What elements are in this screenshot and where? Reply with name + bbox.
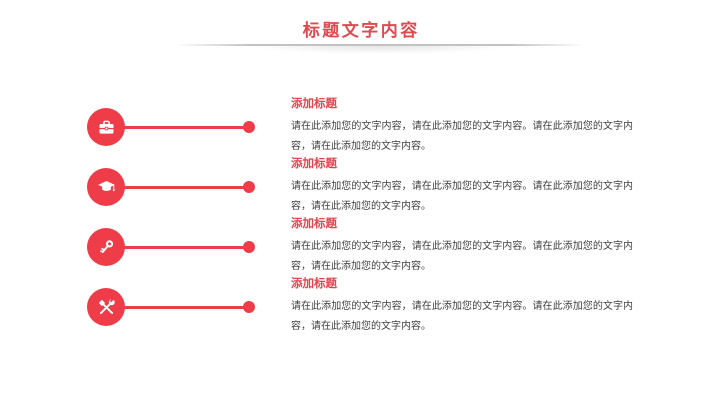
row-body: 请在此添加您的文字内容，请在此添加您的文字内容。请在此添加您的文字内容，请在此添… xyxy=(291,301,633,332)
row-heading: 添加标题 xyxy=(291,218,337,230)
row-heading: 添加标题 xyxy=(291,158,337,170)
connector-line xyxy=(123,125,245,129)
connector-dot xyxy=(243,241,255,253)
text-block: 添加标题 请在此添加您的文字内容，请在此添加您的文字内容。请在此添加您的文字内容… xyxy=(291,97,633,157)
row-body: 请在此添加您的文字内容，请在此添加您的文字内容。请在此添加您的文字内容，请在此添… xyxy=(291,181,633,212)
icon-connector-group xyxy=(87,157,255,217)
page-title: 标题文字内容 xyxy=(302,21,420,40)
text-block: 添加标题 请在此添加您的文字内容，请在此添加您的文字内容。请在此添加您的文字内容… xyxy=(291,277,633,337)
icon-connector-group xyxy=(87,277,255,337)
row-heading: 添加标题 xyxy=(291,98,337,110)
connector-dot xyxy=(243,181,255,193)
row-heading: 添加标题 xyxy=(291,278,337,290)
list-item: 添加标题 请在此添加您的文字内容，请在此添加您的文字内容。请在此添加您的文字内容… xyxy=(87,217,633,277)
graduation-cap-icon xyxy=(87,168,125,206)
connector-dot xyxy=(243,121,255,133)
connector-line xyxy=(123,245,245,249)
text-block: 添加标题 请在此添加您的文字内容，请在此添加您的文字内容。请在此添加您的文字内容… xyxy=(291,217,633,277)
briefcase-icon xyxy=(87,108,125,146)
connector-dot xyxy=(243,301,255,313)
content-rows: 添加标题 请在此添加您的文字内容，请在此添加您的文字内容。请在此添加您的文字内容… xyxy=(87,97,633,337)
list-item: 添加标题 请在此添加您的文字内容，请在此添加您的文字内容。请在此添加您的文字内容… xyxy=(87,277,633,337)
row-body: 请在此添加您的文字内容，请在此添加您的文字内容。请在此添加您的文字内容，请在此添… xyxy=(291,241,633,272)
tools-icon xyxy=(87,288,125,326)
connector-line xyxy=(123,305,245,309)
list-item: 添加标题 请在此添加您的文字内容，请在此添加您的文字内容。请在此添加您的文字内容… xyxy=(87,157,633,217)
row-body: 请在此添加您的文字内容，请在此添加您的文字内容。请在此添加您的文字内容，请在此添… xyxy=(291,121,633,152)
connector-line xyxy=(123,185,245,189)
icon-connector-group xyxy=(87,217,255,277)
title-divider-shadow xyxy=(250,46,510,54)
title-divider xyxy=(175,44,585,46)
key-icon xyxy=(87,228,125,266)
icon-connector-group xyxy=(87,97,255,157)
list-item: 添加标题 请在此添加您的文字内容，请在此添加您的文字内容。请在此添加您的文字内容… xyxy=(87,97,633,157)
text-block: 添加标题 请在此添加您的文字内容，请在此添加您的文字内容。请在此添加您的文字内容… xyxy=(291,157,633,217)
